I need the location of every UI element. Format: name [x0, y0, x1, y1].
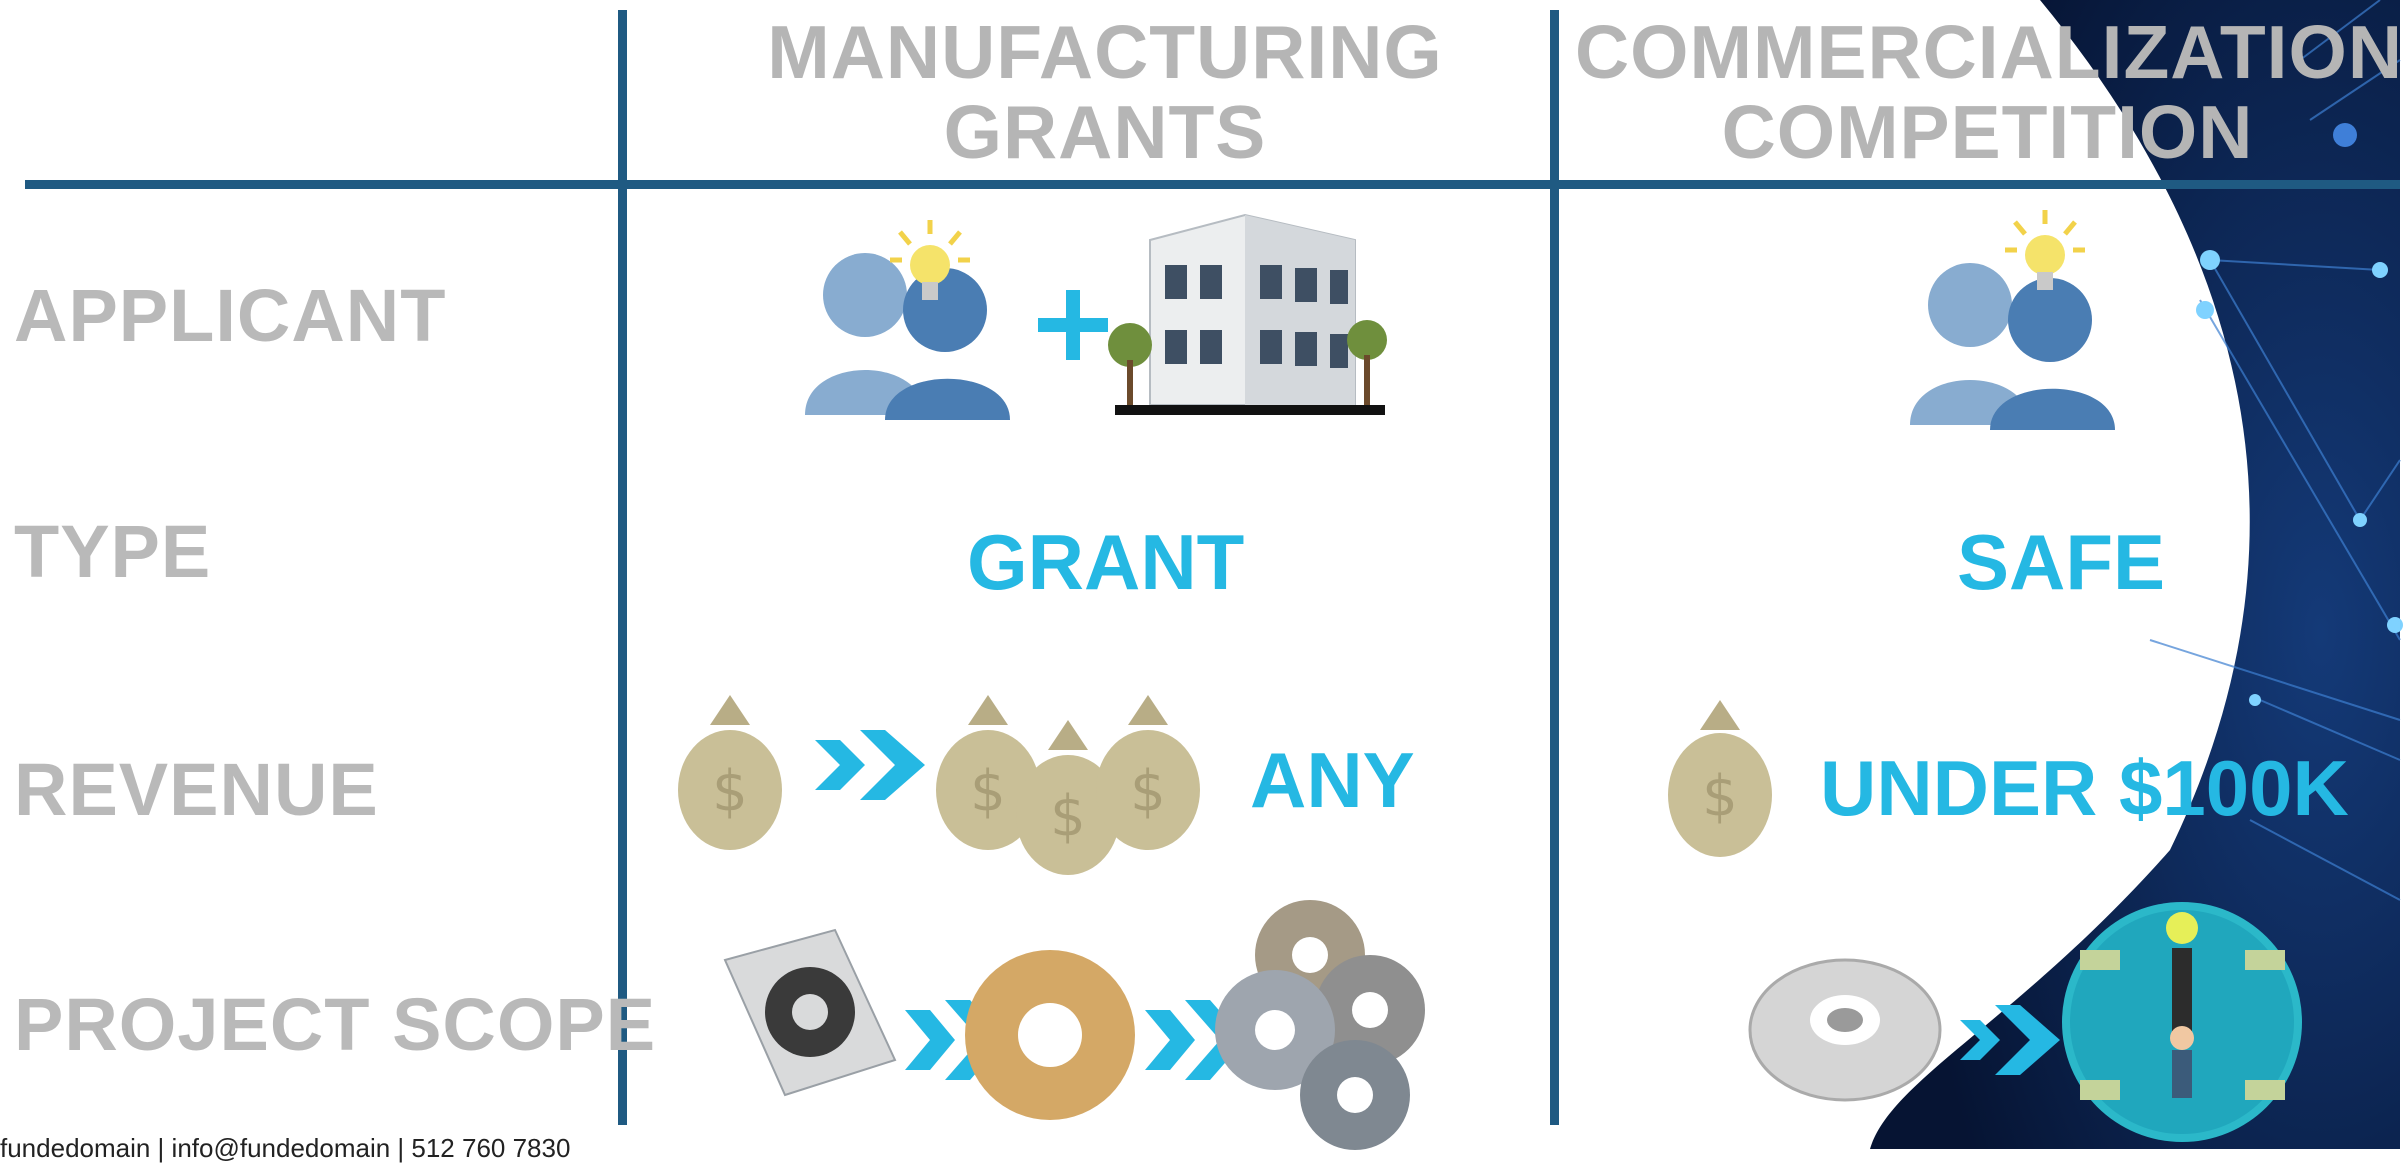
row-label-project-scope: PROJECT SCOPE	[14, 983, 657, 1066]
people-icon	[1910, 263, 2115, 430]
row-label-revenue: REVENUE	[14, 748, 379, 831]
column-header-commercialization-competition: COMMERCIALIZATION COMPETITION	[1575, 10, 2403, 174]
building-icon	[1108, 213, 1387, 415]
plus-icon	[1038, 290, 1108, 360]
money-bag-icon: $	[678, 695, 1200, 875]
lightbulb-icon	[2005, 210, 2085, 290]
gears-icon	[723, 900, 1425, 1150]
footer-contact: fundedomain | info@fundedomain | 512 760…	[0, 1133, 571, 1163]
svg-text:$: $	[1702, 764, 1738, 829]
lightbulb-icon	[890, 220, 970, 300]
revenue-value-under-100k: UNDER $100K	[1820, 744, 2349, 832]
revenue-value-any: ANY	[1250, 736, 1415, 824]
row-label-applicant: APPLICANT	[14, 274, 447, 357]
money-bag-icon: $	[1668, 700, 1772, 857]
column-divider-left	[618, 10, 627, 1125]
people-icon	[805, 253, 1010, 420]
investment-circle-icon	[2062, 902, 2302, 1142]
row-label-type: TYPE	[14, 510, 212, 593]
type-value-safe: SAFE	[1957, 518, 2166, 606]
column-header-manufacturing-grants: MANUFACTURING GRANTS	[767, 10, 1443, 174]
column-divider-right	[1550, 10, 1559, 1125]
tree-icon	[1108, 323, 1152, 367]
type-value-grant: GRANT	[967, 518, 1245, 606]
arrow-icon	[815, 730, 925, 800]
arrow-icon	[1960, 1005, 2060, 1075]
gear-icon	[1748, 958, 1942, 1102]
header-divider	[25, 180, 2400, 189]
